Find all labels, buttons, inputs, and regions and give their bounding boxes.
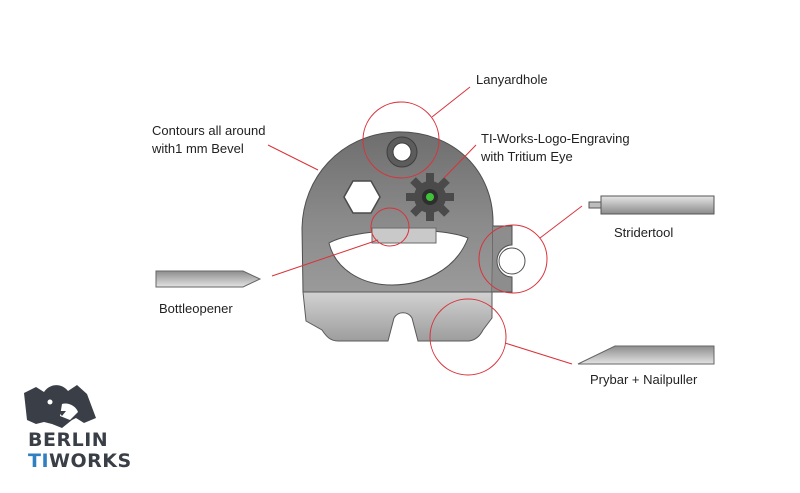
callouts [267, 86, 583, 376]
brand-line2: TIWORKS [28, 451, 132, 471]
label-lanyard-hole: Lanyardhole [476, 72, 548, 87]
strider-notch [492, 225, 513, 293]
gear-icon [406, 173, 454, 221]
leader-logo [443, 144, 477, 179]
leader-prybar [504, 342, 573, 365]
label-prybar: Prybar + Nailpuller [590, 372, 698, 387]
bottle-opener-blade [155, 270, 262, 288]
brand-ti: TI [28, 450, 50, 472]
strider-notch-cutout [498, 247, 526, 275]
label-contours-line1: Contours all around [152, 123, 266, 138]
label-logo-line2: with Tritium Eye [481, 149, 573, 164]
leader-contours [267, 144, 319, 171]
lanyard-hole [392, 142, 412, 162]
tool-body [301, 131, 526, 342]
bottle-opener-lip [371, 227, 437, 244]
brand-works: WORKS [49, 450, 132, 472]
callout-circle-prybar [429, 298, 507, 376]
label-logo-line1: TI-Works-Logo-Engraving [481, 131, 630, 146]
tool-lower-body [302, 291, 493, 342]
bear-head-icon [24, 385, 96, 428]
hex-socket-icon [343, 180, 381, 214]
prybar-blade [577, 345, 715, 365]
tritium-eye [426, 193, 434, 201]
leader-bottleopener [271, 239, 379, 277]
leader-strider [539, 205, 583, 239]
leader-lanyard [431, 86, 471, 118]
label-strider-tool: Stridertool [614, 225, 674, 240]
label-contours-line2: with1 mm Bevel [152, 141, 244, 156]
brand-line1: BERLIN [28, 429, 109, 451]
callout-circle-bottleopener [370, 207, 410, 247]
label-bottle-opener: Bottleopener [159, 301, 233, 316]
callout-circle-strider [478, 224, 548, 294]
callout-circle-lanyard [362, 101, 440, 179]
strider-tool-blade [588, 195, 715, 215]
